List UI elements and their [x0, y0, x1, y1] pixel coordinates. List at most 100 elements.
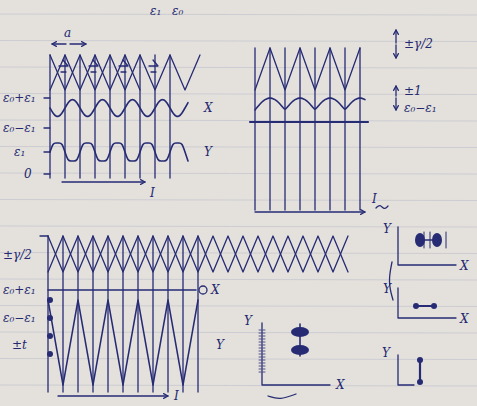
cell-line: [62, 236, 63, 392]
cell-line: [154, 55, 155, 178]
sketch-label: I: [150, 186, 155, 200]
level-dot: [47, 351, 53, 357]
sketch-label: Y: [204, 145, 212, 159]
ruled-line: [0, 173, 477, 174]
tick: [259, 360, 265, 361]
tick: [259, 354, 265, 355]
tick: [259, 357, 265, 358]
tick: [259, 348, 265, 349]
cell-line: [344, 48, 345, 210]
axis-arrow: [62, 181, 145, 182]
cell-line: [314, 48, 315, 210]
plot-axes: [398, 355, 414, 385]
tick: [44, 127, 50, 128]
tick: [44, 97, 50, 98]
cell-line: [329, 48, 330, 210]
flat-band: [250, 121, 368, 123]
sketch-label: ±1: [404, 84, 422, 98]
cell-line: [167, 236, 168, 392]
tick: [430, 232, 431, 248]
sketch-label: I: [174, 389, 179, 403]
sketch-label: ±t: [12, 338, 27, 352]
sketch-label: X: [204, 101, 213, 115]
tick: [259, 342, 265, 343]
ruled-line: [0, 226, 477, 227]
level-dot: [47, 315, 53, 321]
sketch-label: a: [64, 26, 71, 40]
cell-line: [109, 55, 110, 178]
cell-line: [79, 55, 80, 178]
hatch: [59, 60, 68, 66]
hatch: [149, 60, 158, 66]
tick: [259, 333, 265, 334]
ruled-line: [0, 200, 477, 201]
sketch-label: I: [372, 192, 377, 206]
bar: [419, 360, 421, 382]
cell-line: [359, 48, 360, 210]
period-arrow: [70, 43, 86, 44]
range-arrow: [394, 86, 399, 90]
ruled-line: [0, 359, 477, 360]
level-dot: [47, 297, 53, 303]
cell-line: [284, 48, 285, 210]
plot-axes: [262, 323, 330, 385]
tick: [259, 369, 265, 370]
tick: [424, 232, 425, 248]
origin-circle: [199, 286, 207, 294]
sketch-label: X: [460, 259, 469, 273]
axis-arrow: [361, 210, 365, 215]
squiggle: [268, 394, 296, 398]
period-arrow: [82, 42, 86, 47]
cell-line: [94, 55, 95, 178]
blob: [432, 233, 442, 247]
x-curve: [50, 100, 188, 117]
y-zigzag: [48, 300, 198, 385]
ruled-line: [0, 147, 477, 148]
axis-arrow: [164, 394, 168, 399]
sketch-label: X: [211, 283, 220, 297]
ruled-line: [0, 120, 477, 121]
cell-line: [169, 55, 170, 178]
blob: [417, 357, 423, 363]
squiggle: [376, 206, 388, 209]
plot-axes: [398, 227, 456, 265]
sketch-label: ε₀−ε₁: [3, 311, 36, 325]
cell-line: [254, 48, 255, 210]
cell-line: [77, 236, 78, 392]
range-arrow: [394, 106, 399, 110]
range-arrow: [394, 30, 399, 34]
tick: [259, 366, 265, 367]
sketch-label: X: [460, 312, 469, 326]
blob: [431, 303, 437, 309]
sketch-label: 0: [24, 167, 32, 181]
cell-line: [122, 236, 123, 392]
axis-arrow: [58, 395, 168, 396]
cell-line: [299, 48, 300, 210]
hatch: [119, 60, 128, 66]
ruled-line: [0, 279, 477, 280]
tick: [259, 372, 265, 373]
sketch-label: ±γ/2: [3, 248, 32, 262]
cell-line: [49, 55, 50, 178]
sketch-label: Y: [216, 338, 224, 352]
x-curve: [255, 98, 365, 110]
cell-line: [47, 236, 48, 392]
cell-line: [137, 236, 138, 392]
tick: [259, 330, 265, 331]
level-dot: [47, 333, 53, 339]
tick: [259, 351, 265, 352]
tick: [259, 339, 265, 340]
sketch-label: Y: [383, 282, 391, 296]
sketch-label: Y: [382, 346, 390, 360]
sketch-label: ε₀+ε₁: [3, 91, 36, 105]
tick: [44, 173, 50, 174]
cell-line: [92, 236, 93, 392]
sketch-label: ε₀: [172, 4, 183, 18]
cell-line: [139, 55, 140, 178]
sketch-label: ε₀+ε₁: [3, 283, 36, 297]
flat-band: [48, 289, 196, 291]
period-arrow: [52, 42, 56, 47]
blob: [415, 233, 425, 247]
cell-line: [64, 55, 65, 178]
